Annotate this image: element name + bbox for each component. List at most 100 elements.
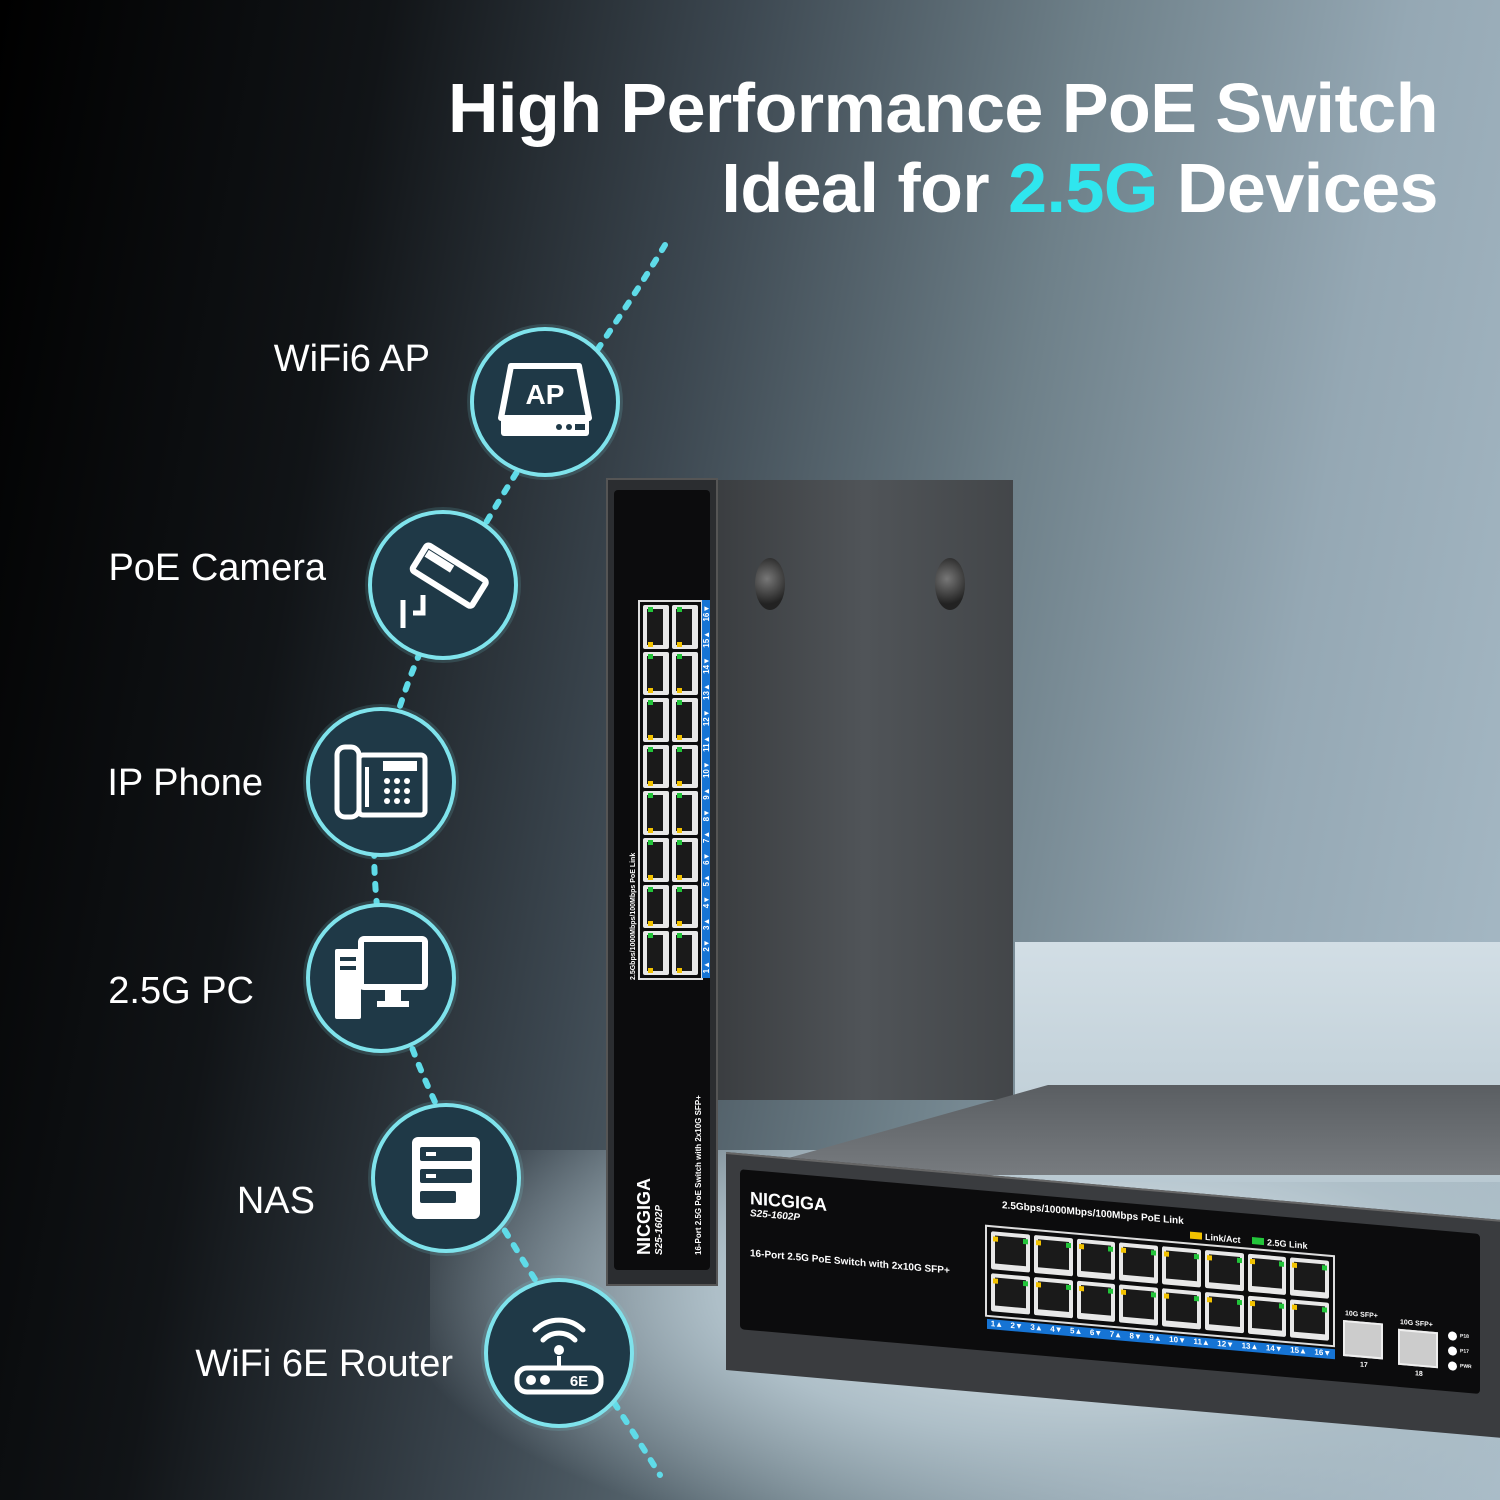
port-led	[677, 840, 682, 846]
headline-text: Devices	[1157, 149, 1439, 227]
ethernet-port[interactable]	[672, 605, 698, 649]
access-point-icon: AP	[470, 327, 620, 477]
status-led	[1448, 1346, 1457, 1356]
ethernet-port[interactable]	[643, 605, 669, 649]
desktop-pc-icon	[306, 903, 456, 1053]
port-number-label: 5▲	[1070, 1326, 1083, 1337]
ethernet-port[interactable]	[1290, 1299, 1329, 1341]
status-led	[1448, 1361, 1457, 1371]
port-number-label: 16▼	[702, 604, 711, 622]
ethernet-port[interactable]	[991, 1231, 1030, 1273]
port-led	[677, 968, 682, 973]
ethernet-port[interactable]	[643, 744, 669, 789]
port-led	[677, 781, 682, 787]
ethernet-port[interactable]	[1033, 1276, 1073, 1319]
port-number-label: 8▼	[702, 809, 711, 822]
ethernet-port[interactable]	[643, 791, 669, 836]
port-led	[677, 886, 682, 892]
port-number-label: 1▲	[702, 960, 711, 974]
port-number-label: 6▼	[702, 852, 711, 865]
port-number-label: 11▲	[702, 735, 711, 752]
status-led-label: P18	[1460, 1333, 1469, 1340]
port-led	[648, 746, 653, 752]
port-led	[1249, 1258, 1255, 1265]
ethernet-port[interactable]	[672, 744, 698, 789]
port-number-strip: 1▲2▼3▲4▼5▲6▼7▲8▼9▲10▼11▲12▼13▲14▼15▲16▼	[702, 600, 711, 978]
port-led	[648, 828, 653, 834]
port-number-label: 14▼	[702, 657, 711, 674]
ethernet-port[interactable]	[672, 651, 698, 696]
device-label-wifi6-ap: WiFi6 AP	[273, 338, 430, 380]
legend-text: 2.5G Link	[1267, 1237, 1308, 1251]
port-led	[1065, 1242, 1071, 1249]
ethernet-port[interactable]	[643, 931, 669, 975]
port-number-label: 13▲	[1241, 1341, 1259, 1352]
ethernet-port[interactable]	[672, 698, 698, 742]
device-label-pc: 2.5G PC	[108, 970, 254, 1012]
port-led	[1108, 1288, 1114, 1294]
ethernet-port[interactable]	[643, 884, 669, 929]
port-number-label: 7▲	[702, 830, 711, 844]
ethernet-port[interactable]	[1290, 1257, 1329, 1299]
port-led	[677, 828, 682, 834]
port-led	[1121, 1247, 1127, 1254]
ethernet-port[interactable]	[1119, 1284, 1158, 1326]
port-number-label: 13▲	[702, 683, 711, 700]
ethernet-port[interactable]	[672, 838, 698, 882]
port-led	[648, 734, 653, 740]
port-led	[1206, 1255, 1212, 1261]
port-number-label: 14▼	[1265, 1343, 1283, 1354]
ethernet-port[interactable]	[672, 884, 698, 929]
port-led	[1236, 1257, 1242, 1264]
port-led	[677, 921, 682, 927]
ethernet-port[interactable]	[1162, 1288, 1201, 1330]
port-number-label: 11▲	[1193, 1336, 1210, 1348]
ethernet-port[interactable]	[1204, 1249, 1244, 1292]
port-led	[1193, 1295, 1199, 1302]
ethernet-port[interactable]	[1162, 1246, 1201, 1288]
ethernet-port[interactable]	[643, 651, 669, 696]
ethernet-port[interactable]	[991, 1273, 1030, 1315]
ethernet-port[interactable]	[1247, 1295, 1287, 1338]
port-led	[1236, 1299, 1242, 1306]
port-led	[1322, 1265, 1327, 1271]
link-25g-swatch	[1252, 1237, 1264, 1246]
mounting-hole	[935, 558, 965, 610]
ethernet-port[interactable]	[1204, 1291, 1244, 1334]
port-number-label: 10▼	[702, 761, 711, 779]
ethernet-port[interactable]	[672, 791, 698, 836]
ethernet-port[interactable]	[1076, 1280, 1116, 1323]
port-number-label: 6▼	[1089, 1327, 1103, 1338]
ethernet-port[interactable]	[1033, 1234, 1073, 1277]
port-led	[1151, 1250, 1156, 1256]
ethernet-port[interactable]	[643, 838, 669, 882]
desk-phone-icon	[306, 707, 456, 857]
description-label: 16-Port 2.5G PoE Switch with 2x10G SFP+	[750, 1248, 950, 1277]
port-number-label: 9▲	[1149, 1333, 1162, 1344]
sfp-port-18[interactable]	[1398, 1328, 1438, 1369]
ethernet-port[interactable]	[643, 698, 669, 742]
ethernet-port[interactable]	[1247, 1253, 1287, 1296]
device-label-nas: NAS	[236, 1180, 315, 1222]
port-led	[648, 874, 653, 880]
port-number-label: 2▼	[702, 939, 711, 952]
port-number-label: 4▼	[702, 895, 711, 909]
port-led	[1035, 1240, 1041, 1246]
port-number-label: 3▲	[702, 917, 711, 930]
vertical-switch-chassis	[715, 480, 1013, 1100]
device-label-wifi-router: WiFi 6E Router	[195, 1343, 453, 1385]
ethernet-port[interactable]	[1076, 1238, 1116, 1281]
port-led	[677, 688, 682, 694]
port-number-label: 12▼	[1217, 1338, 1235, 1350]
port-led	[677, 933, 682, 939]
port-number-label: 16▼	[1314, 1347, 1332, 1358]
port-number-label: 12▼	[702, 709, 711, 727]
sfp-port-17[interactable]	[1343, 1319, 1383, 1360]
ethernet-port[interactable]	[672, 931, 698, 975]
port-number-label: 9▲	[702, 787, 711, 800]
nas-server-icon	[371, 1103, 521, 1253]
port-led	[1164, 1293, 1169, 1299]
port-led	[677, 653, 682, 659]
ethernet-port[interactable]	[1119, 1242, 1158, 1284]
mounting-hole	[755, 558, 785, 610]
